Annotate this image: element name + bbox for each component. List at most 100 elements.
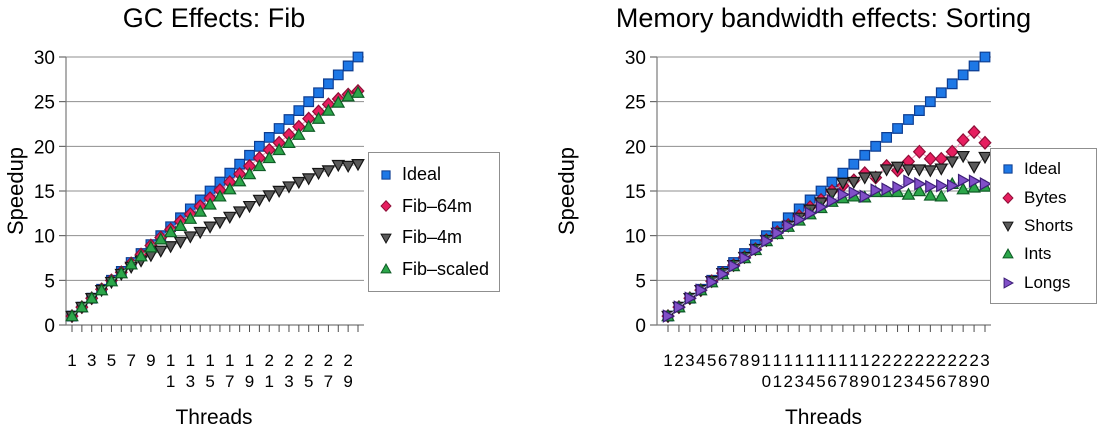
x-axis-title: Threads	[175, 406, 253, 429]
triangle-down-marker	[945, 156, 960, 169]
triangle-down-marker	[232, 206, 247, 219]
triangle-up-marker	[252, 158, 267, 172]
triangle-down-marker	[311, 167, 326, 181]
square-marker	[214, 176, 226, 188]
diamond-icon	[380, 200, 392, 213]
triangle-down-marker	[934, 163, 949, 176]
triangle-up-marker	[114, 266, 129, 279]
x-tick-label: 9	[751, 351, 760, 370]
square-marker	[234, 158, 246, 170]
legend-label: Shorts	[1024, 215, 1074, 235]
triangle-up-marker	[213, 189, 227, 202]
square-marker	[283, 114, 295, 125]
square-marker	[946, 78, 958, 90]
triangle-up-marker	[351, 85, 365, 98]
triangle-right-marker	[739, 251, 752, 265]
triangle-right-marker	[848, 185, 861, 200]
x-tick-label: 8	[740, 351, 749, 370]
legend-label: Fib–scaled	[402, 258, 490, 279]
chart-title: GC Effects: Fib	[122, 3, 306, 33]
diamond-marker	[978, 135, 992, 150]
square-icon	[1003, 164, 1013, 174]
triangle-up-marker	[242, 166, 257, 180]
diamond-marker	[912, 144, 927, 159]
triangle-up-marker	[923, 188, 938, 201]
x-tick-label: 9	[146, 351, 155, 370]
triangle-up-marker	[301, 119, 316, 132]
triangle-down-marker	[262, 190, 277, 203]
x-tick-label: 3	[685, 351, 694, 370]
legend-item-shorts: Shorts	[1001, 216, 1086, 236]
legend-item-fib-4m: Fib–4m	[379, 227, 489, 248]
triangle-down-icon	[380, 233, 392, 244]
triangle-down-marker	[967, 161, 981, 174]
square-marker	[204, 185, 216, 197]
triangle-up-marker	[75, 300, 89, 313]
triangle-right-marker	[936, 178, 949, 193]
triangle-up-marker	[901, 187, 916, 200]
diamond-marker	[956, 133, 970, 148]
triangle-up-marker	[956, 182, 970, 195]
square-marker	[253, 140, 265, 152]
triangle-right-marker	[870, 183, 883, 197]
triangle-down-marker	[242, 200, 257, 214]
legend-item-bytes: Bytes	[1001, 188, 1086, 208]
y-tick-label: 5	[635, 271, 646, 292]
triangle-down-marker	[956, 150, 970, 164]
legend-label: Ideal	[1024, 159, 1061, 179]
square-marker	[332, 69, 344, 81]
triangle-up-marker	[183, 211, 198, 224]
x-tick-label: 3	[87, 351, 96, 370]
triangle-up-marker	[262, 150, 277, 164]
triangle-up-marker	[292, 127, 306, 140]
square-marker	[313, 87, 324, 99]
triangle-up-marker	[144, 240, 158, 253]
x-tick-label: 5	[107, 351, 116, 370]
triangle-up-marker	[153, 232, 168, 245]
triangle-right-marker	[925, 179, 938, 194]
y-axis-title: Speedup	[3, 146, 28, 236]
triangle-down-marker	[901, 164, 916, 177]
triangle-right-marker	[892, 180, 905, 195]
square-icon	[381, 170, 391, 180]
triangle-up-marker	[84, 291, 99, 304]
axes	[65, 57, 364, 326]
triangle-right-marker	[706, 275, 719, 289]
triangle-down-marker	[321, 165, 336, 178]
triangle-right-marker	[783, 219, 796, 233]
triangle-down-marker	[857, 172, 872, 185]
triangle-right-marker	[717, 267, 730, 281]
legend-label: Ints	[1024, 244, 1052, 264]
square-marker	[837, 167, 849, 179]
legend-item-ideal: Ideal	[1001, 159, 1086, 179]
series-longs	[662, 173, 993, 323]
legend-label: Fib–4m	[402, 227, 463, 248]
triangle-up-marker	[173, 218, 188, 232]
legend-item-ints: Ints	[1001, 244, 1086, 264]
triangle-down-marker	[213, 217, 227, 230]
triangle-right-marker	[761, 234, 774, 248]
triangle-up-marker	[134, 249, 148, 262]
triangle-down-marker	[923, 165, 938, 178]
triangle-right-marker	[804, 206, 818, 221]
triangle-down-marker	[879, 164, 894, 177]
triangle-right-marker	[684, 291, 697, 306]
